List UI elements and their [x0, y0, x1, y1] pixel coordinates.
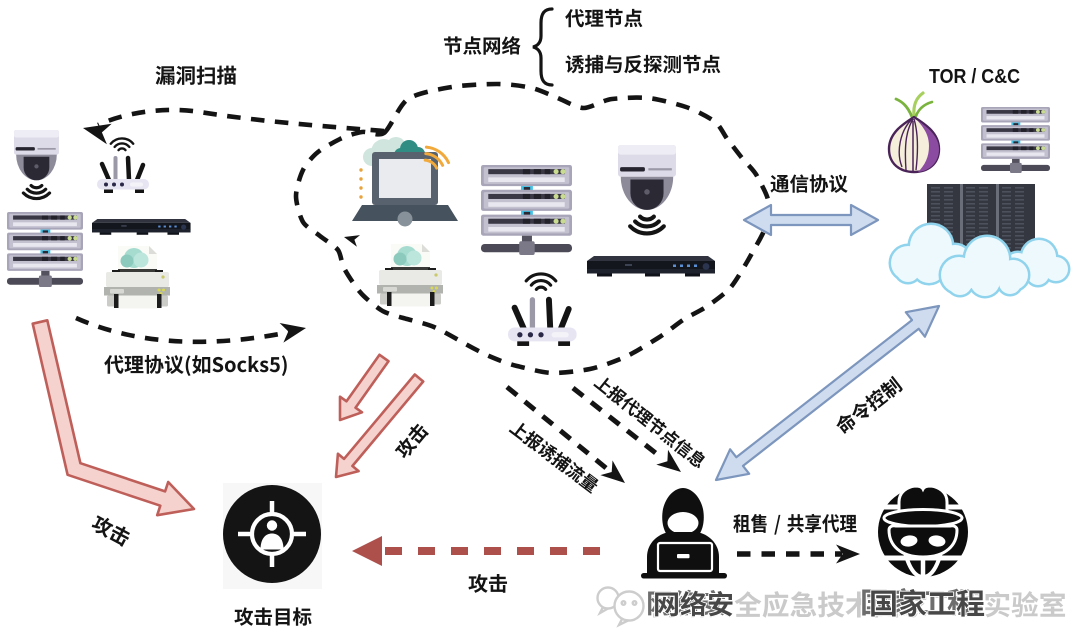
svg-text:TOR / C&C: TOR / C&C [929, 66, 1020, 88]
